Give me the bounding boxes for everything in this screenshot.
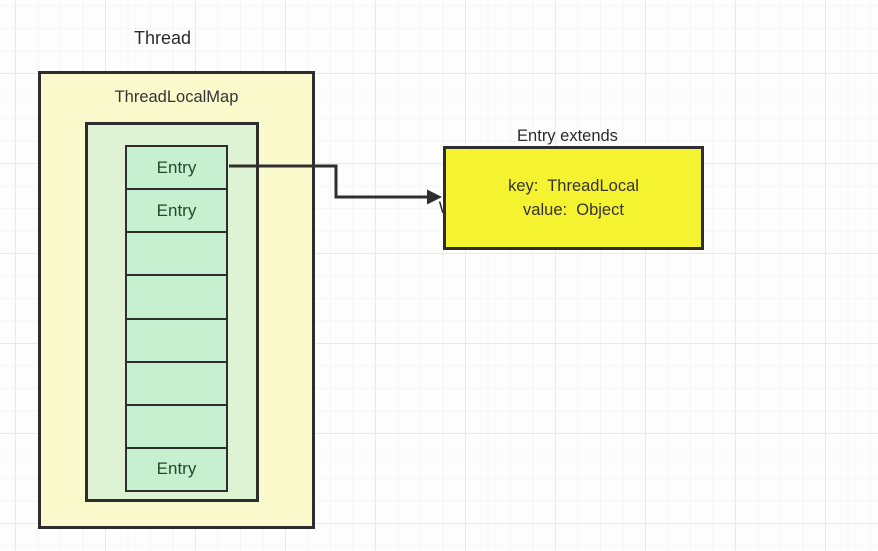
entry-cell: Entry <box>125 446 228 492</box>
entry-detail-box: key: ThreadLocal value: Object <box>443 146 704 250</box>
entry-key-text: key: ThreadLocal <box>508 177 639 195</box>
entry-cell: Entry <box>125 145 228 191</box>
entry-value-text: value: Object <box>523 201 624 219</box>
entry-extends-heading-line1: Entry extends <box>517 127 618 145</box>
entry-cell <box>125 231 228 277</box>
thread-label: Thread <box>134 28 192 48</box>
entry-cell <box>125 403 228 449</box>
entry-cell <box>125 317 228 363</box>
entry-cell: Entry <box>125 188 228 234</box>
threadlocalmap-title: ThreadLocalMap <box>114 88 239 106</box>
entry-cell <box>125 360 228 406</box>
entry-cell <box>125 274 228 320</box>
entry-stack: Entry Entry Entry <box>125 145 228 492</box>
